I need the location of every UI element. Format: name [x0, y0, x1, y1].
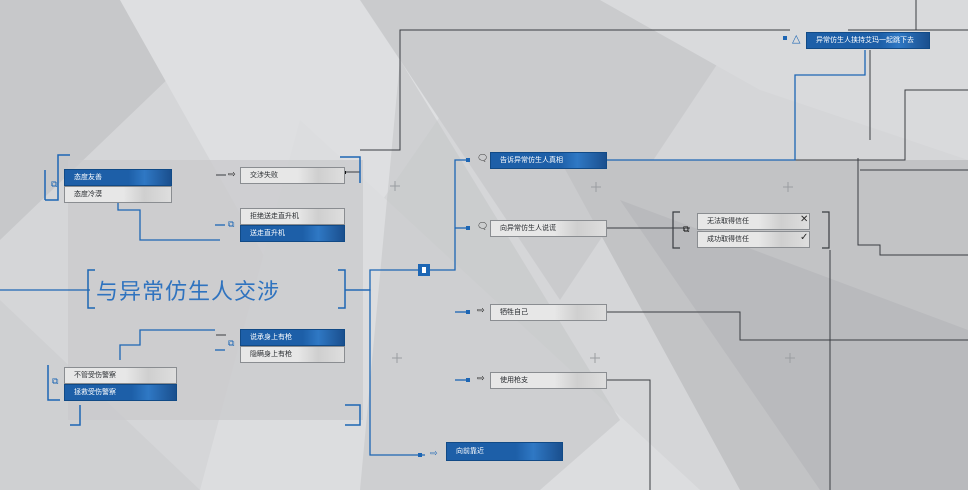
- arrow-icon: ⇨: [430, 449, 438, 459]
- option-ignore-cop[interactable]: 不管受伤警察: [64, 367, 177, 384]
- dialogue-tell-truth[interactable]: 告诉异常仿生人真相: [490, 152, 607, 169]
- arrow-icon: ⇨: [477, 306, 485, 316]
- choice-group-icon: ⧉: [228, 220, 235, 230]
- outcome-fail[interactable]: 交涉失败: [240, 167, 345, 184]
- option-friendly[interactable]: 态度友善: [64, 169, 172, 186]
- choice-group-icon: ⧉: [51, 180, 58, 190]
- result-no-trust[interactable]: 无法取得信任: [697, 213, 810, 230]
- speech-icon: 🗨: [477, 222, 489, 232]
- option-cold[interactable]: 态度冷漠: [64, 186, 172, 203]
- ending-jump-with-emma[interactable]: 异常仿生人挟持艾玛一起跳下去: [806, 32, 930, 49]
- outcome-refuse-heli[interactable]: 拒绝送走直升机: [240, 208, 345, 225]
- result-trust[interactable]: 成功取得信任: [697, 231, 810, 248]
- outcome-send-heli[interactable]: 送走直升机: [240, 225, 345, 242]
- speech-icon: 🗨: [477, 154, 489, 164]
- outcome-hide-gun[interactable]: 隐瞒身上有枪: [240, 346, 345, 363]
- page-title: 与异常仿生人交涉: [96, 280, 281, 305]
- outcome-admit-gun[interactable]: 说承身上有枪: [240, 329, 345, 346]
- dialogue-use-gun[interactable]: 使用枪支: [490, 372, 607, 389]
- dialogue-sacrifice[interactable]: 牺牲自己: [490, 304, 607, 321]
- arrow-icon: ⇨: [228, 170, 236, 180]
- choice-group-icon: ⧉: [228, 339, 235, 349]
- action-approach[interactable]: 向前靠近: [446, 442, 563, 461]
- arrow-icon: ⇨: [477, 374, 485, 384]
- choice-group-icon: ⧉: [52, 377, 59, 387]
- cross-icon: ✕: [800, 214, 809, 225]
- dialogue-lie[interactable]: 向异常仿生人说谎: [490, 220, 607, 237]
- check-icon: ✓: [800, 232, 809, 243]
- warning-triangle-icon: △: [792, 32, 801, 45]
- option-save-cop[interactable]: 拯救受伤警察: [64, 384, 177, 401]
- choice-group-icon: ⧉: [683, 225, 690, 235]
